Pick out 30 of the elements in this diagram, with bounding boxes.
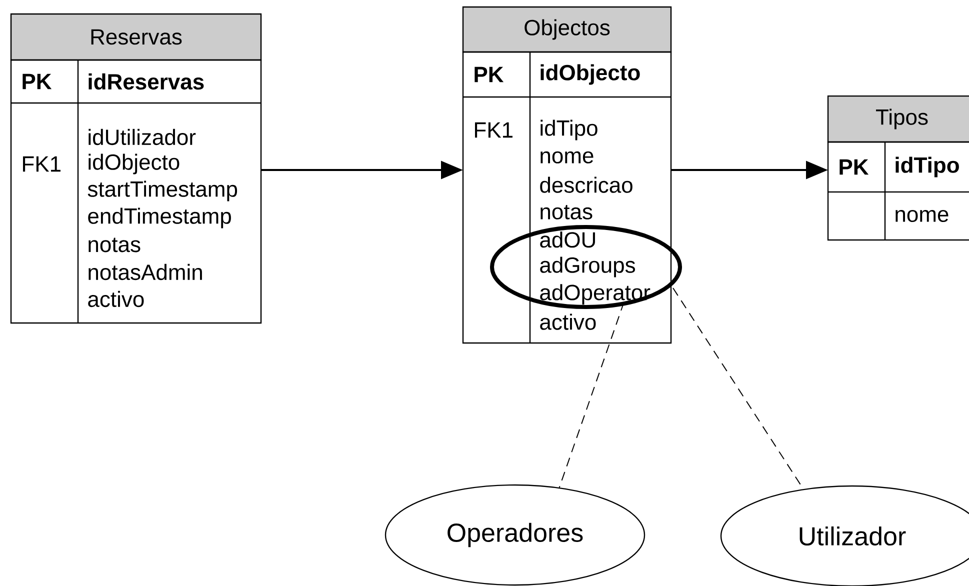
field-name: descricao: [540, 176, 632, 193]
field-name: adOU: [540, 232, 595, 248]
entity-table: [10, 13, 262, 324]
field-name: idUtilizador: [88, 128, 196, 146]
field-name: adOperator: [540, 284, 650, 305]
primary-key-field: idObjecto: [540, 64, 640, 85]
field-name: endTimestamp: [88, 208, 231, 228]
key-label: FK1: [475, 122, 512, 138]
primary-key-field: idReservas: [88, 73, 204, 90]
table-header: Reservas: [10, 13, 262, 61]
table-header: Objectos: [462, 6, 672, 53]
field-name: activo: [88, 290, 144, 308]
field-name: activo: [540, 314, 596, 330]
field-name: nome: [540, 151, 594, 164]
field-name: nome: [896, 210, 948, 222]
key-label: PK: [22, 74, 52, 90]
entity-table: [827, 95, 969, 241]
primary-key-field: idTipo: [896, 156, 959, 178]
key-label: PK: [840, 159, 869, 175]
field-name: notas: [88, 238, 140, 252]
field-name: idObjecto: [88, 154, 180, 174]
field-name: startTimestamp: [88, 180, 238, 202]
field-name: notas: [540, 204, 592, 220]
field-name: idTipo: [540, 120, 598, 140]
field-name: notasAdmin: [88, 264, 202, 280]
field-name: adGroups: [540, 256, 636, 278]
entity-table: [462, 6, 672, 344]
key-label: FK1: [23, 156, 60, 172]
key-label: PK: [474, 66, 504, 82]
table-header: Tipos: [827, 95, 969, 143]
